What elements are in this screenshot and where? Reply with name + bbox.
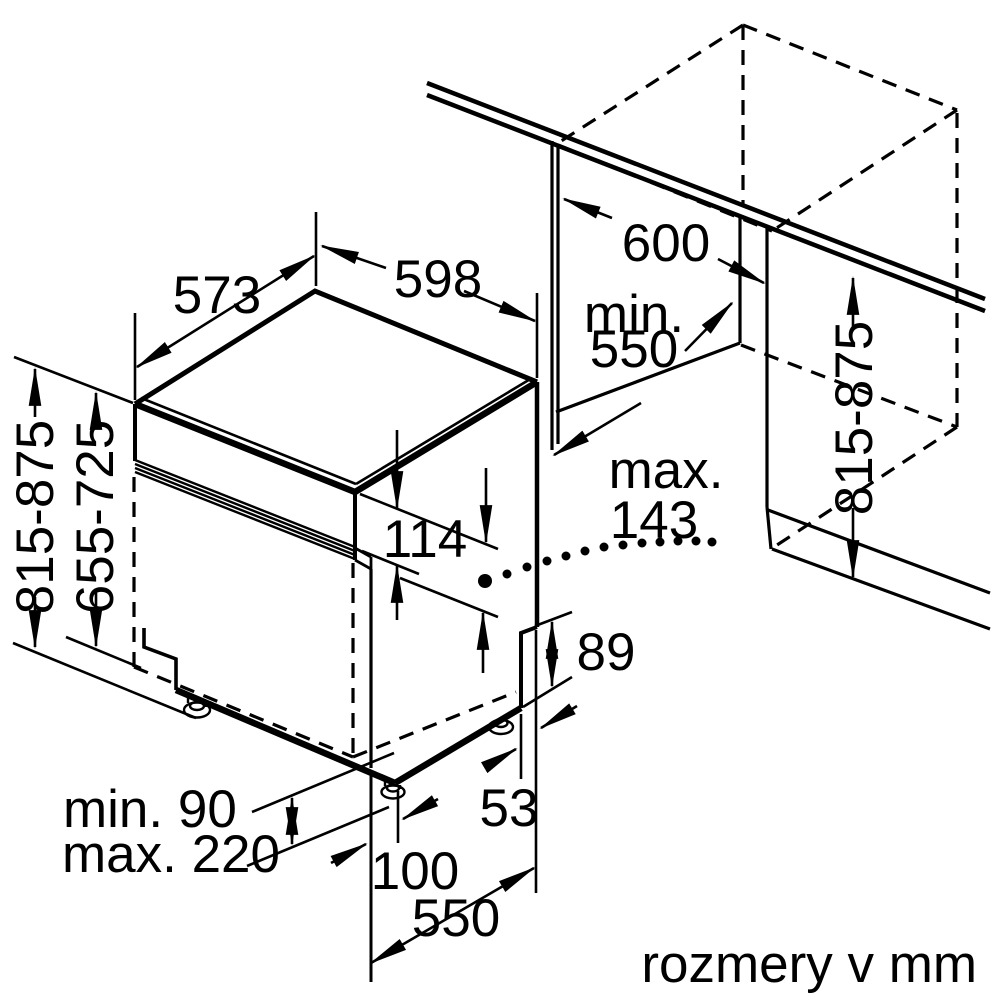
label-min550-value: 550: [590, 320, 678, 379]
dishwasher-hidden-edges: [132, 477, 517, 759]
label-plinth-max: max. 220: [62, 825, 280, 884]
dimension-min-550: [552, 301, 734, 457]
dimension-door-height: [65, 391, 142, 670]
dimension-550: [369, 866, 536, 965]
label-plinth-min: min. 90: [63, 780, 237, 839]
label-max143-value: 143: [610, 491, 698, 550]
dimension-598: [314, 212, 539, 378]
niche-dashed-cube: [557, 23, 959, 549]
dimension-plinth-height: [246, 751, 395, 868]
dimension-89: [522, 610, 573, 709]
label-114: 114: [383, 510, 468, 569]
label-niche-height: 815-875: [825, 321, 884, 516]
label-89: 89: [577, 623, 636, 682]
label-max143-prefix: max.: [609, 441, 724, 500]
label-appliance-height: 815-875: [6, 420, 65, 615]
label-door-height: 655-725: [66, 420, 125, 615]
label-550: 550: [412, 889, 500, 948]
leader-max-143: [478, 536, 717, 588]
countertop-lines: [426, 80, 986, 314]
label-600: 600: [622, 214, 710, 273]
dimension-appliance-height: [12, 355, 197, 720]
label-min550-prefix: min.: [584, 285, 684, 344]
dimension-114: [359, 430, 499, 673]
unit-note: rozmery v mm: [641, 935, 977, 994]
dimension-600: [562, 197, 766, 285]
label-598: 598: [394, 250, 482, 309]
dimension-573: [133, 254, 316, 400]
label-53: 53: [480, 779, 539, 838]
adjustable-feet: [182, 695, 515, 800]
label-573: 573: [173, 266, 261, 325]
dimension-53: [480, 630, 578, 893]
niche-solid-edges: [550, 141, 991, 631]
